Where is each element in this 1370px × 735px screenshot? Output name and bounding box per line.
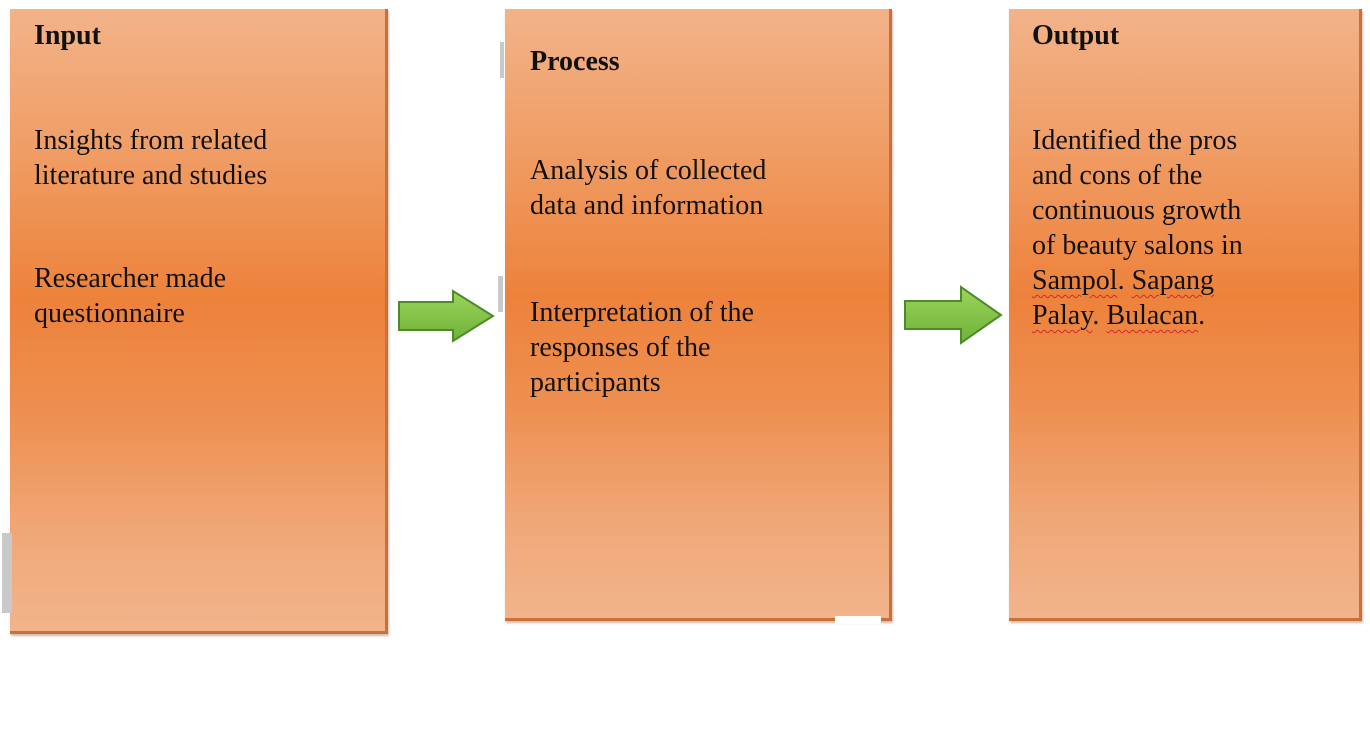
output-title: Output bbox=[1032, 20, 1120, 51]
process-box: Process Analysis of collected data and i… bbox=[505, 9, 892, 621]
process-item-interpretation: Interpretation of the responses of the p… bbox=[530, 297, 754, 398]
edge-mark bbox=[2, 533, 12, 613]
separator: . bbox=[1198, 300, 1206, 331]
output-line: and cons of the bbox=[1032, 160, 1203, 191]
input-item-literature: Insights from related literature and stu… bbox=[34, 125, 268, 191]
box-notch bbox=[835, 616, 881, 624]
place-word: Sapang bbox=[1131, 265, 1214, 296]
input-item-questionnaire: Researcher made questionnaire bbox=[34, 263, 226, 329]
right-arrow-icon bbox=[904, 285, 1003, 345]
process-title: Process bbox=[530, 46, 620, 77]
process-item-analysis: Analysis of collected data and informati… bbox=[530, 155, 767, 221]
place-word: Palay bbox=[1032, 300, 1093, 331]
output-line: Identified the pros bbox=[1032, 125, 1238, 156]
separator: . bbox=[1092, 300, 1107, 331]
place-word: Sampol bbox=[1032, 265, 1118, 296]
output-line: of beauty salons in bbox=[1032, 230, 1243, 261]
output-box: Output Identified the pros and cons of t… bbox=[1009, 9, 1362, 621]
edge-mark bbox=[500, 42, 504, 78]
output-line: continuous growth bbox=[1032, 195, 1242, 226]
edge-mark bbox=[498, 276, 503, 312]
right-arrow-icon bbox=[398, 289, 495, 343]
output-text: Identified the pros and cons of the cont… bbox=[1032, 123, 1352, 333]
input-box: Input Insights from related literature a… bbox=[10, 9, 388, 634]
input-title: Input bbox=[34, 20, 101, 51]
place-word: Bulacan bbox=[1106, 300, 1199, 331]
separator: . bbox=[1117, 265, 1132, 296]
